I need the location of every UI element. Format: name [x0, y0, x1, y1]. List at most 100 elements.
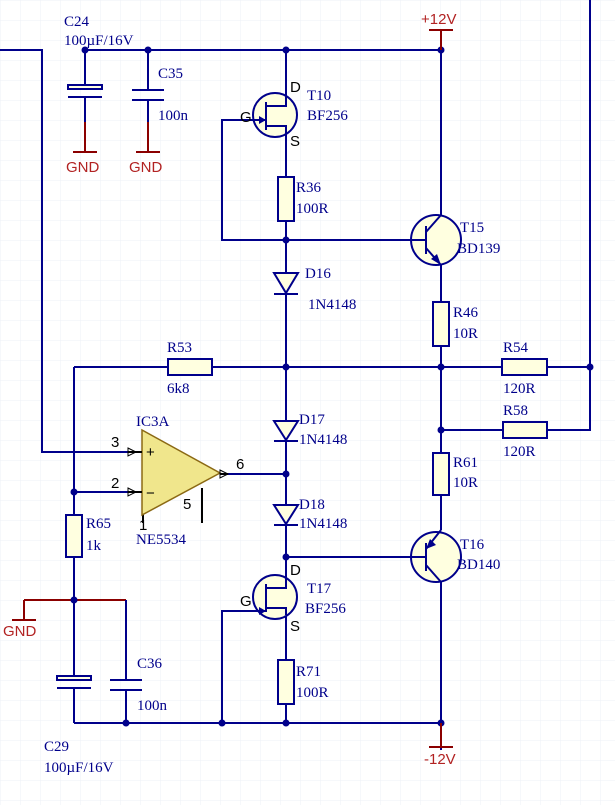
t16-value: BD140 — [457, 557, 500, 573]
vneg-symbol: -12V — [424, 723, 456, 768]
t16-ref: T16 — [460, 537, 485, 553]
t10-pin-d: D — [290, 79, 301, 96]
gnd-c35: GND — [129, 122, 163, 176]
gnd-label: GND — [3, 623, 37, 640]
c24-capacitor: C24 100µF/16V — [64, 14, 134, 98]
d16-value: 1N4148 — [308, 297, 356, 313]
vpos-label: +12V — [421, 11, 456, 28]
c35-value: 100n — [158, 108, 189, 124]
r65-resistor: R65 1k — [65, 514, 111, 558]
r61-value: 10R — [453, 475, 478, 491]
t17-value: BF256 — [305, 601, 346, 617]
t10-pin-g: G — [240, 109, 252, 126]
ic3a-minus: − — [146, 485, 155, 502]
wire-r58-row — [441, 367, 591, 431]
r54-resistor: R54 120R — [501, 340, 548, 397]
c24-ref: C24 — [64, 14, 90, 30]
r71-resistor: R71 100R — [277, 659, 329, 705]
junction — [282, 46, 290, 54]
r46-resistor: R46 10R — [432, 301, 479, 347]
c29-capacitor: C29 100µF/16V — [44, 675, 114, 776]
junction — [437, 363, 445, 371]
vpos-symbol: +12V — [421, 11, 456, 50]
t17-jfet: G D S T17 BF256 — [240, 562, 346, 635]
wire-input — [0, 49, 128, 453]
gnd-left: GND — [3, 619, 37, 640]
junction — [70, 596, 78, 604]
c29-ref: C29 — [44, 739, 69, 755]
ic3a-pin5: 5 — [183, 496, 191, 513]
wire-t17-gate — [221, 610, 253, 723]
r53-ref: R53 — [167, 340, 192, 356]
c29-value: 100µF/16V — [44, 760, 114, 776]
ic3a-pin3: 3 — [111, 434, 119, 451]
c36-capacitor: C36 100n — [110, 656, 168, 714]
d18-diode: D18 1N4148 — [272, 497, 347, 532]
t17-pin-d: D — [290, 562, 301, 579]
c24-value: 100µF/16V — [64, 33, 134, 49]
r36-ref: R36 — [296, 180, 322, 196]
t17-pin-s: S — [290, 618, 300, 635]
d16-diode: D16 1N4148 — [272, 266, 356, 313]
d17-value: 1N4148 — [299, 432, 347, 448]
ic3a-pin2: 2 — [111, 475, 119, 492]
r46-ref: R46 — [453, 305, 479, 321]
junction — [218, 719, 226, 727]
r61-ref: R61 — [453, 455, 478, 471]
c36-value: 100n — [137, 698, 168, 714]
r36-resistor: R36 100R — [277, 176, 329, 222]
wires — [0, 0, 591, 750]
d18-ref: D18 — [299, 497, 325, 513]
r58-value: 120R — [503, 444, 536, 460]
d16-ref: D16 — [305, 266, 331, 282]
r71-ref: R71 — [296, 664, 321, 680]
r71-value: 100R — [296, 685, 329, 701]
junction — [81, 46, 89, 54]
c35-ref: C35 — [158, 66, 183, 82]
junction — [282, 719, 290, 727]
t17-pin-g: G — [240, 593, 252, 610]
ic3a-plus: + — [146, 444, 155, 461]
vneg-label: -12V — [424, 751, 456, 768]
r65-ref: R65 — [86, 516, 111, 532]
ic3a-ref: IC3A — [136, 414, 170, 430]
gnd-label: GND — [129, 159, 163, 176]
d17-diode: D17 1N4148 — [272, 412, 347, 448]
junction — [144, 46, 152, 54]
junction — [282, 236, 290, 244]
gnd-label: GND — [66, 159, 100, 176]
ic3a-opamp: + − 3 2 6 1 5 IC3A NE5534 — [111, 414, 244, 548]
r54-ref: R54 — [503, 340, 529, 356]
t16-bjt: T16 BD140 — [410, 529, 500, 583]
r61-resistor: R61 10R — [432, 452, 478, 496]
r58-resistor: R58 120R — [502, 403, 548, 460]
t17-ref: T17 — [307, 581, 332, 597]
ic3a-pin1: 1 — [139, 517, 147, 534]
t10-pin-s: S — [290, 133, 300, 150]
junction — [437, 426, 445, 434]
d17-ref: D17 — [299, 412, 325, 428]
junction — [282, 363, 290, 371]
d18-value: 1N4148 — [299, 516, 347, 532]
r36-value: 100R — [296, 201, 329, 217]
r54-value: 120R — [503, 381, 536, 397]
junction — [282, 470, 290, 478]
ic3a-pin6: 6 — [236, 456, 244, 473]
t10-ref: T10 — [307, 88, 331, 104]
c35-capacitor: C35 100n — [132, 66, 189, 124]
junction — [282, 553, 290, 561]
junction — [586, 363, 594, 371]
r53-resistor: R53 6k8 — [167, 340, 213, 397]
r58-ref: R58 — [503, 403, 528, 419]
junction-dots — [70, 46, 594, 727]
junction — [122, 719, 130, 727]
gnd-c24: GND — [66, 122, 100, 176]
t15-bjt: T15 BD139 — [410, 214, 500, 266]
t15-value: BD139 — [457, 241, 500, 257]
c36-ref: C36 — [137, 656, 163, 672]
wire-t10-gate — [221, 119, 286, 241]
r46-value: 10R — [453, 326, 478, 342]
